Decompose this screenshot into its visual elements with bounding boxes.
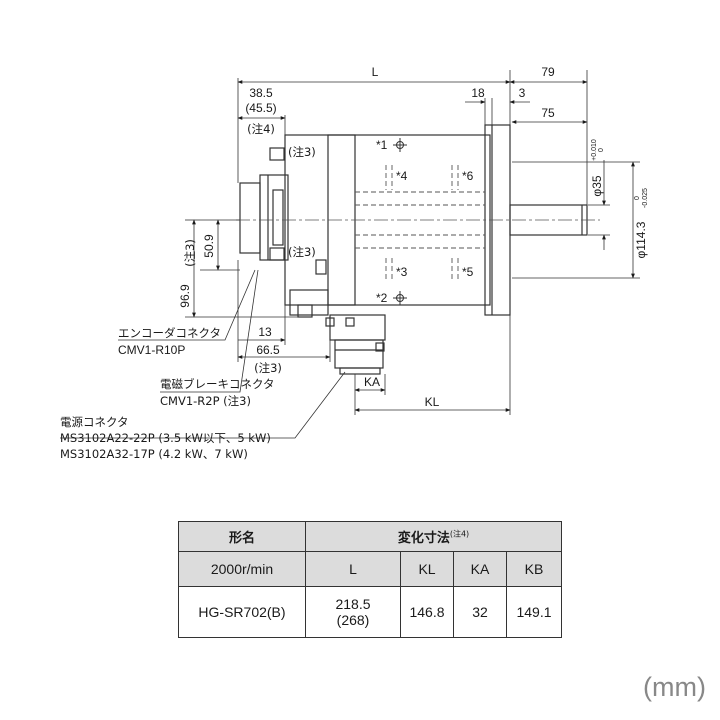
dim-75: 75 [541,106,555,120]
dim-79: 79 [541,65,555,79]
power-connector-label: 電源コネクタ [60,415,129,429]
row-L-main: 218.5 [335,596,371,612]
mark-3: *3 [396,265,408,279]
dim-3: 3 [519,86,526,100]
dim-phi114-3-tol-lo: -0.025 [642,188,649,208]
mark-1: *1 [376,138,388,152]
col-KB: KB [506,551,562,587]
dim-66-5: 66.5 [256,343,280,357]
dimension-table: 形名 変化寸法(注4) 2000r/min L KL KA KB HG-SR70… [178,521,562,638]
dim-45-5: (45.5) [245,101,276,115]
mark-5: *5 [462,265,474,279]
row-KA: 32 [453,586,507,638]
row-L: 218.5 (268) [305,586,401,638]
power-connector-model-1: MS3102A22-22P (3.5 kW以下、5 kW) [60,431,271,445]
header-dims-label: 変化寸法 [397,531,450,546]
mark-6: *6 [462,169,474,183]
dimension-lines [185,70,640,415]
dim-KL: KL [425,395,440,409]
speed-label: 2000r/min [178,551,306,587]
header-note: (注4) [449,529,470,539]
dim-phi35-tol-up: +0.010 [591,139,598,161]
row-L-alt: (268) [336,612,370,628]
thread-hole-icons [393,138,407,305]
dim-50-9: 50.9 [202,234,216,258]
row-model: HG-SR702(B) [178,586,306,638]
dim-phi114-3: φ114.3 [634,221,648,258]
dim-phi35: φ35 [590,175,604,196]
table-row: HG-SR702(B) 218.5 (268) 146.8 32 149.1 [178,586,562,638]
encoder-connector-model: CMV1-R10P [118,343,185,357]
dim-KA: KA [364,375,380,389]
brake-connector-label: 電磁ブレーキコネクタ [160,377,275,391]
dim-18: 18 [471,86,485,100]
dim-96-9: 96.9 [178,284,192,308]
col-KL: KL [400,551,454,587]
motor-dimension-drawing: L 79 38.5 (45.5) (注4) 18 3 75 φ35 +0.010… [60,65,649,461]
dim-phi114-3-tol-up: 0 [634,196,641,200]
header-model: 形名 [178,521,306,552]
encoder-connector-label: エンコーダコネクタ [118,326,221,340]
dim-13: 13 [258,325,272,339]
brake-connector-model: CMV1-R2P (注3) [160,394,251,408]
dim-note4: (注4) [247,122,275,136]
hidden-lines [355,165,485,282]
unit-label: (mm) [643,672,706,702]
col-L: L [305,551,401,587]
dim-note3-top: (注3) [288,145,316,159]
header-variable-dims: 変化寸法(注4) [305,521,562,552]
dim-note3-mid: (注3) [288,245,316,259]
mark-4: *4 [396,169,408,183]
leader-lines [60,269,346,439]
dim-note3-left: (注3) [183,239,197,267]
mark-2: *2 [376,291,388,305]
dim-38-5: 38.5 [249,86,273,100]
row-KB: 149.1 [506,586,562,638]
dim-phi35-tol-lo: 0 [598,148,605,152]
dim-L: L [372,65,379,79]
row-KL: 146.8 [400,586,454,638]
col-KA: KA [453,551,507,587]
dim-note3-665: (注3) [254,361,282,375]
power-connector-model-2: MS3102A32-17P (4.2 kW、7 kW) [60,447,248,461]
